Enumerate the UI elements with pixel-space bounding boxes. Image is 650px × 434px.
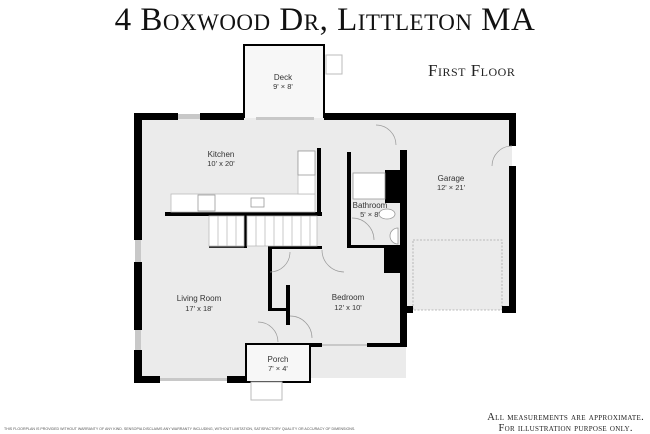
room-name-bathroom: Bathroom [353, 201, 388, 210]
room-name-bedroom: Bedroom [332, 293, 365, 302]
room-name-kitchen: Kitchen [208, 150, 235, 159]
kitchen-fixtures [170, 150, 316, 213]
porch-area [245, 343, 311, 383]
measurement-note: All measurements are approximate. For il… [487, 412, 644, 434]
room-name-garage: Garage [438, 174, 465, 183]
sink-icon [389, 227, 399, 245]
floor-areas [140, 44, 512, 401]
page-title: 4 Boxwood Dr, Littleton MA [114, 2, 536, 38]
room-dims-porch: 7' × 4' [268, 364, 288, 373]
note-line-1: All measurements are approximate. [487, 412, 644, 423]
room-dims-living-room: 17' x 18' [185, 304, 213, 313]
sink-icon [250, 197, 265, 208]
garage-door [412, 239, 503, 311]
porch-steps [250, 381, 283, 401]
doors [257, 124, 513, 343]
floor-label: First Floor [428, 61, 516, 80]
room-name-porch: Porch [268, 355, 289, 364]
fridge-icon [297, 150, 316, 176]
disclaimer: THIS FLOORPLAN IS PROVIDED WITHOUT WARRA… [4, 427, 356, 431]
deck-steps [325, 54, 343, 75]
room-name-deck: Deck [274, 73, 293, 82]
room-dims-garage: 12' × 21' [437, 183, 466, 192]
room-dims-kitchen: 10' x 20' [207, 159, 235, 168]
deck-area [243, 44, 325, 120]
room-labels: Deck 9' × 8' Kitchen 10' x 20' Garage 12… [177, 73, 466, 373]
room-dims-bathroom: 5' × 8' [360, 210, 380, 219]
room-name-living-room: Living Room [177, 294, 222, 303]
windows [135, 114, 367, 381]
walls [134, 113, 516, 383]
bathroom-fixtures [352, 172, 399, 245]
stove-icon [197, 194, 216, 212]
garage-floor [404, 118, 512, 310]
toilet-icon [378, 208, 396, 220]
room-dims-bedroom: 12' x 10' [334, 303, 362, 312]
room-dims-deck: 9' × 8' [273, 82, 293, 91]
stairs [208, 215, 318, 247]
note-line-2: For illustration purpose only. [498, 423, 633, 434]
shower-icon [352, 172, 386, 200]
